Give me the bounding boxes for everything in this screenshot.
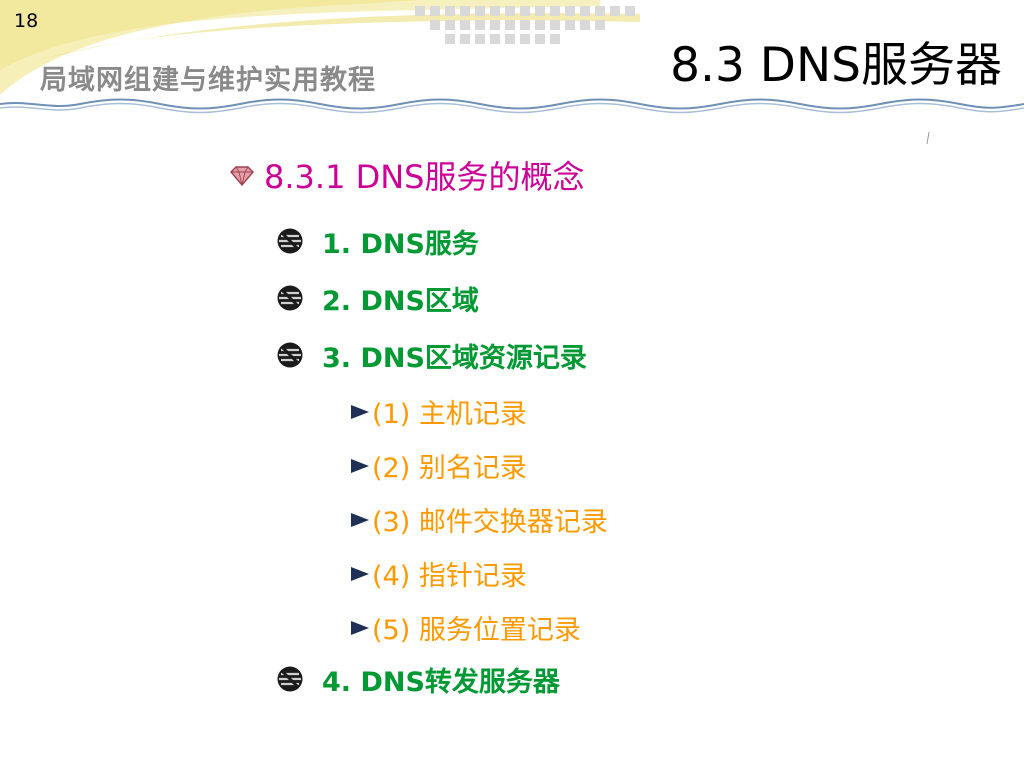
ball-bullet-icon [277, 285, 303, 311]
sub-list-item: (3) 邮件交换器记录 [350, 500, 608, 539]
section-heading: 8.3.1 DNS服务的概念 [230, 152, 585, 198]
sub-item-label: (2) 别名记录 [372, 453, 527, 484]
sub-item-label: (1) 主机记录 [372, 399, 527, 430]
triangle-bullet-icon [351, 621, 369, 635]
decorative-mark [926, 132, 930, 144]
section-label: 8.3.1 DNS服务的概念 [264, 158, 585, 196]
triangle-bullet-icon [351, 459, 369, 473]
item-label: 2. DNS区域 [322, 286, 479, 317]
header-decoration [0, 0, 1024, 114]
list-item: 3. DNS区域资源记录 [276, 336, 587, 375]
sub-item-label: (5) 服务位置记录 [372, 615, 581, 646]
course-title: 局域网组建与维护实用教程 [40, 65, 376, 96]
list-item: 4. DNS转发服务器 [276, 660, 560, 699]
sub-item-label: (3) 邮件交换器记录 [372, 507, 608, 538]
ball-bullet-icon [277, 228, 303, 254]
sub-list-item: (4) 指针记录 [350, 554, 527, 593]
item-label: 1. DNS服务 [322, 229, 479, 260]
gem-icon [230, 166, 254, 186]
item-label: 3. DNS区域资源记录 [322, 343, 587, 374]
sub-item-label: (4) 指针记录 [372, 561, 527, 592]
sub-list-item: (1) 主机记录 [350, 392, 527, 431]
sub-list-item: (5) 服务位置记录 [350, 608, 581, 647]
slide-title: 8.3 DNS服务器 [670, 38, 1002, 93]
ball-bullet-icon [277, 342, 303, 368]
sub-list-item: (2) 别名记录 [350, 446, 527, 485]
list-item: 1. DNS服务 [276, 222, 479, 261]
triangle-bullet-icon [351, 513, 369, 527]
item-label: 4. DNS转发服务器 [322, 667, 560, 698]
triangle-bullet-icon [351, 567, 369, 581]
triangle-bullet-icon [351, 405, 369, 419]
list-item: 2. DNS区域 [276, 279, 479, 318]
page-number: 18 [14, 10, 39, 32]
ball-bullet-icon [277, 666, 303, 692]
